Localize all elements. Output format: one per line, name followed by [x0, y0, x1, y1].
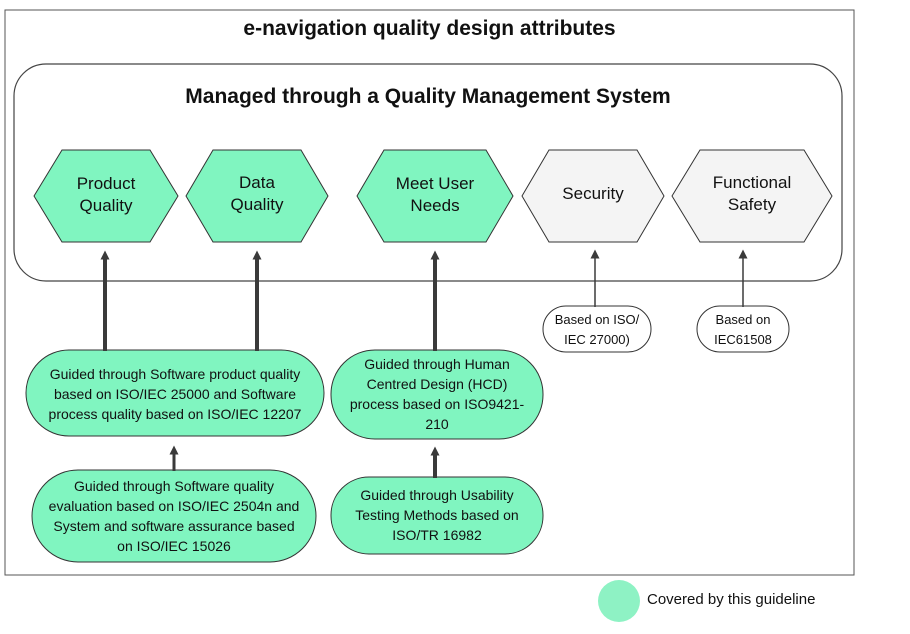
- attribute-label-security: Security: [562, 184, 624, 203]
- attribute-label-data-quality: Data Quality: [230, 173, 284, 214]
- guidance-software-evaluation: Guided through Software quality evaluati…: [48, 478, 300, 554]
- diagram-title: e-navigation quality design attributes: [243, 17, 616, 40]
- guidance-software-quality: Guided through Software product quality …: [48, 366, 302, 422]
- hexagon-product-quality: [33, 149, 179, 243]
- attribute-label-meet-user-needs: Meet User Needs: [395, 174, 475, 215]
- basis-security: Based on ISO/ IEC 27000): [554, 312, 640, 347]
- guidance-usability: Guided through Usability Testing Methods…: [355, 487, 519, 543]
- basis-functional-safety: Based on IEC61508: [714, 312, 772, 347]
- oval-security-basis: [542, 305, 652, 353]
- attribute-label-functional-safety: Functional Safety: [712, 173, 792, 214]
- oval-software-quality: [25, 349, 325, 437]
- attribute-label-product-quality: Product Quality: [76, 174, 136, 215]
- hexagon-security: [521, 149, 665, 243]
- legend-swatch: [598, 580, 640, 622]
- hexagon-functional-safety: [671, 149, 833, 243]
- legend-label: Covered by this guideline: [647, 591, 816, 608]
- guidance-hcd: Guided through Human Centred Design (HCD…: [349, 356, 525, 432]
- hexagon-meet-user-needs: [356, 149, 514, 243]
- hexagon-data-quality: [185, 149, 329, 243]
- container-title: Managed through a Quality Management Sys…: [185, 85, 671, 108]
